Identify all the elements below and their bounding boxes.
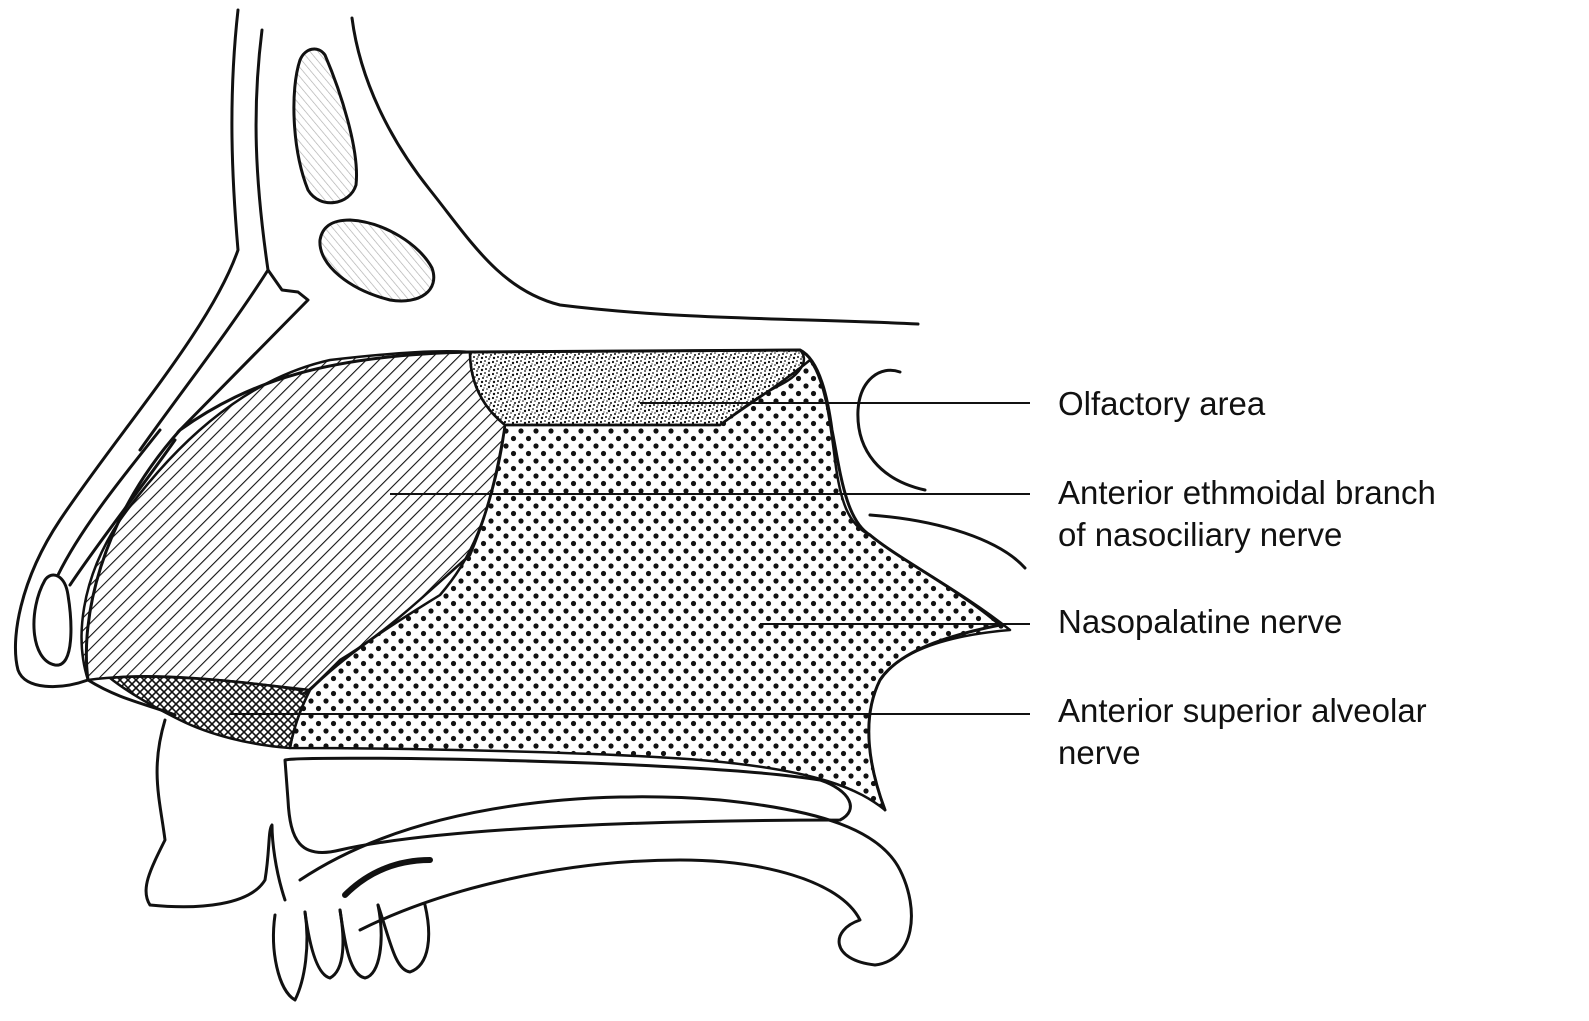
- gum-shade: [345, 860, 430, 895]
- posterior-arc: [858, 370, 925, 490]
- frontal-outline: [352, 18, 918, 324]
- label-alveolar-line-2: nerve: [1058, 732, 1427, 774]
- upper-lip: [146, 720, 285, 907]
- frontal-sinus: [294, 49, 357, 203]
- incisor-1: [274, 912, 307, 1000]
- label-olfactory-area: Olfactory area: [1058, 383, 1265, 425]
- label-anterior-ethmoidal: Anterior ethmoidal branch of nasociliary…: [1058, 472, 1436, 556]
- anterior-superior-alveolar-region: [110, 676, 310, 748]
- label-anterior-superior-alveolar: Anterior superior alveolar nerve: [1058, 690, 1427, 774]
- nasal-bone-line: [140, 30, 268, 450]
- incisor-3: [340, 905, 381, 978]
- label-olfactory-text: Olfactory area: [1058, 383, 1265, 425]
- label-ethmoidal-line-2: of nasociliary nerve: [1058, 514, 1436, 556]
- oral-arch: [300, 797, 911, 965]
- ethmoid-sinus: [320, 220, 434, 301]
- label-ethmoidal-line-1: Anterior ethmoidal branch: [1058, 472, 1436, 514]
- label-alveolar-line-1: Anterior superior alveolar: [1058, 690, 1427, 732]
- nose-tip-loop: [34, 575, 71, 665]
- premolar: [378, 905, 429, 972]
- label-nasopalatine-nerve: Nasopalatine nerve: [1058, 601, 1342, 643]
- incisor-2: [305, 910, 343, 978]
- label-nasopalatine-text: Nasopalatine nerve: [1058, 601, 1342, 643]
